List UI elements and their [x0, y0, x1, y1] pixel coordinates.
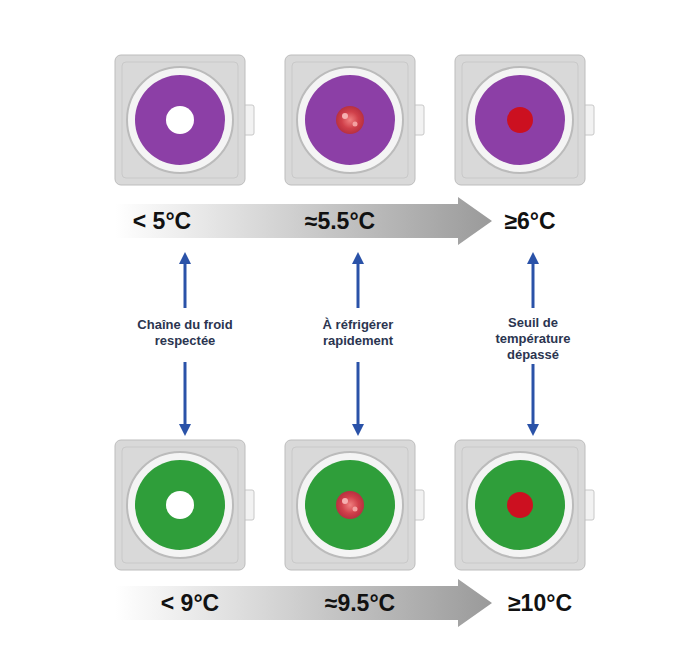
temperature-value: < 9°C	[161, 590, 219, 617]
status-label: À réfrigérer rapidement	[297, 316, 419, 350]
temperature-value: ≥6°C	[504, 208, 555, 235]
temperature-value: ≥10°C	[508, 590, 572, 617]
temperature-value: ≈9.5°C	[325, 590, 395, 617]
temperature-value: < 5°C	[133, 208, 191, 235]
temperature-band: < 9°C ≈9.5°C ≥10°C	[100, 578, 590, 628]
temperature-band: < 5°C ≈5.5°C ≥6°C	[100, 196, 590, 246]
temperature-value: ≈5.5°C	[305, 208, 375, 235]
status-label: Chaîne du froid respectée	[124, 316, 246, 350]
status-label: Seuil de température dépassé	[472, 314, 594, 364]
